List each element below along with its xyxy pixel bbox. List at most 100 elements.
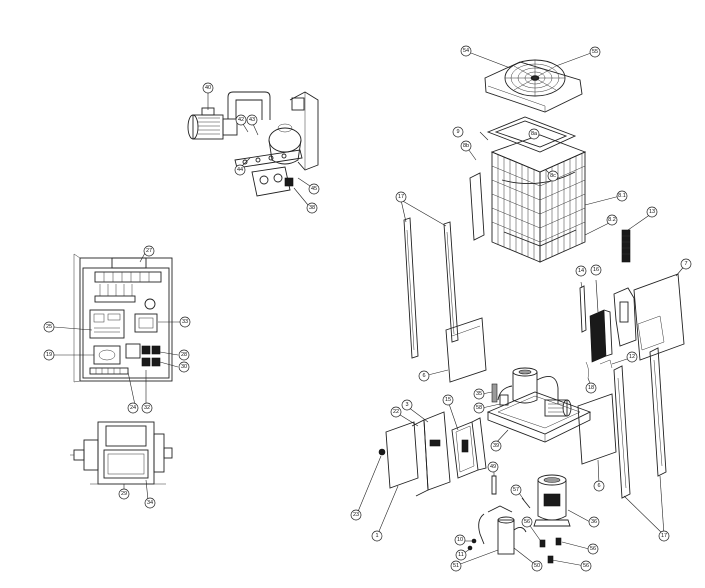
svg-text:39: 39 bbox=[493, 443, 499, 449]
callout-14: 14 bbox=[575, 265, 587, 277]
corner-rails bbox=[400, 199, 667, 536]
svg-text:18: 18 bbox=[588, 385, 594, 391]
callout-58: 58 bbox=[473, 402, 485, 414]
callout-24: 24 bbox=[127, 402, 139, 414]
callout-8b: 8b bbox=[460, 140, 472, 152]
callout-17-right: 17 bbox=[658, 530, 670, 542]
callout-8c: 8c bbox=[547, 170, 559, 182]
svg-text:50: 50 bbox=[534, 563, 540, 569]
svg-text:9: 9 bbox=[456, 129, 459, 135]
callout-17-left: 17 bbox=[395, 191, 407, 203]
callout-33: 33 bbox=[179, 316, 191, 328]
callout-32: 32 bbox=[141, 402, 153, 414]
callout-11: 11 bbox=[455, 549, 467, 561]
callout-8a-top: 8a bbox=[528, 128, 540, 140]
callout-6-left: 6 bbox=[418, 370, 430, 382]
svg-text:51: 51 bbox=[453, 563, 459, 569]
svg-text:28: 28 bbox=[181, 352, 187, 358]
svg-text:54: 54 bbox=[463, 48, 469, 54]
callout-23: 23 bbox=[350, 509, 362, 521]
svg-text:17: 17 bbox=[398, 194, 404, 200]
callout-56-top: 56 bbox=[521, 516, 533, 528]
callout-34: 34 bbox=[144, 497, 156, 509]
callout-18: 18 bbox=[585, 382, 597, 394]
callout-1: 1 bbox=[371, 530, 383, 542]
control-box bbox=[53, 252, 180, 406]
callout-30: 30 bbox=[178, 361, 190, 373]
callout-15: 15 bbox=[442, 394, 454, 406]
svg-text:6: 6 bbox=[597, 483, 600, 489]
junction-box bbox=[70, 421, 173, 501]
svg-text:38: 38 bbox=[309, 205, 315, 211]
svg-text:22: 22 bbox=[393, 409, 399, 415]
svg-text:33: 33 bbox=[182, 319, 188, 325]
pump-assembly bbox=[187, 91, 319, 206]
callout-54: 54 bbox=[460, 45, 472, 57]
callout-40: 40 bbox=[202, 82, 214, 94]
svg-text:15: 15 bbox=[445, 397, 451, 403]
callout-29: 29 bbox=[118, 488, 130, 500]
callout-19: 19 bbox=[43, 349, 55, 361]
svg-text:36: 36 bbox=[591, 519, 597, 525]
callout-51: 51 bbox=[450, 560, 462, 572]
svg-text:8a: 8a bbox=[531, 131, 538, 137]
callout-50: 50 bbox=[531, 560, 543, 572]
callout-13: 13 bbox=[646, 206, 658, 218]
svg-text:19: 19 bbox=[46, 352, 52, 358]
callout-44: 44 bbox=[234, 164, 246, 176]
svg-text:34: 34 bbox=[147, 500, 153, 506]
callout-9: 9 bbox=[452, 126, 464, 138]
svg-text:16: 16 bbox=[593, 267, 599, 273]
callout-10: 10 bbox=[454, 534, 466, 546]
svg-text:43: 43 bbox=[249, 117, 255, 123]
svg-text:7: 7 bbox=[684, 261, 687, 267]
svg-text:13: 13 bbox=[649, 209, 655, 215]
callout-38: 38 bbox=[306, 202, 318, 214]
callout-57: 57 bbox=[510, 484, 522, 496]
svg-text:27: 27 bbox=[146, 248, 152, 254]
svg-text:30: 30 bbox=[181, 364, 187, 370]
svg-text:56: 56 bbox=[590, 546, 596, 552]
callout-45: 45 bbox=[308, 183, 320, 195]
svg-text:44: 44 bbox=[237, 167, 243, 173]
callout-6-right: 6 bbox=[593, 480, 605, 492]
callout-35: 35 bbox=[473, 388, 485, 400]
callout-42: 42 bbox=[235, 114, 247, 126]
svg-text:17: 17 bbox=[661, 533, 667, 539]
callout-16: 16 bbox=[590, 264, 602, 276]
callout-22: 22 bbox=[390, 406, 402, 418]
callout-36: 36 bbox=[588, 516, 600, 528]
callout-3: 3 bbox=[401, 399, 413, 411]
svg-text:8b: 8b bbox=[463, 143, 469, 149]
svg-text:10: 10 bbox=[457, 537, 463, 543]
svg-text:32: 32 bbox=[144, 405, 150, 411]
svg-text:56: 56 bbox=[524, 519, 530, 525]
svg-text:55: 55 bbox=[592, 49, 598, 55]
svg-text:56: 56 bbox=[583, 563, 589, 569]
svg-text:35: 35 bbox=[476, 391, 482, 397]
svg-text:8.2: 8.2 bbox=[608, 217, 616, 223]
svg-text:11: 11 bbox=[458, 552, 464, 558]
svg-text:8.1: 8.1 bbox=[618, 193, 626, 199]
svg-text:49: 49 bbox=[490, 464, 496, 470]
callout-12: 12 bbox=[626, 351, 638, 363]
svg-text:40: 40 bbox=[205, 85, 211, 91]
svg-text:24: 24 bbox=[130, 405, 136, 411]
callout-8-1: 8.1 bbox=[616, 190, 628, 202]
coil-housing bbox=[465, 116, 621, 263]
callout-55: 55 bbox=[589, 46, 601, 58]
svg-text:29: 29 bbox=[121, 491, 127, 497]
svg-text:3: 3 bbox=[405, 402, 408, 408]
svg-text:8c: 8c bbox=[550, 173, 556, 179]
svg-text:23: 23 bbox=[353, 512, 359, 518]
svg-text:25: 25 bbox=[46, 324, 52, 330]
callout-56-right: 56 bbox=[587, 543, 599, 555]
small-components bbox=[491, 213, 652, 495]
callout-43: 43 bbox=[246, 114, 258, 126]
callout-25: 25 bbox=[43, 321, 55, 333]
callout-27: 27 bbox=[143, 245, 155, 257]
callout-56-bottom: 56 bbox=[580, 560, 592, 572]
callout-7: 7 bbox=[680, 258, 692, 270]
svg-text:12: 12 bbox=[629, 354, 635, 360]
